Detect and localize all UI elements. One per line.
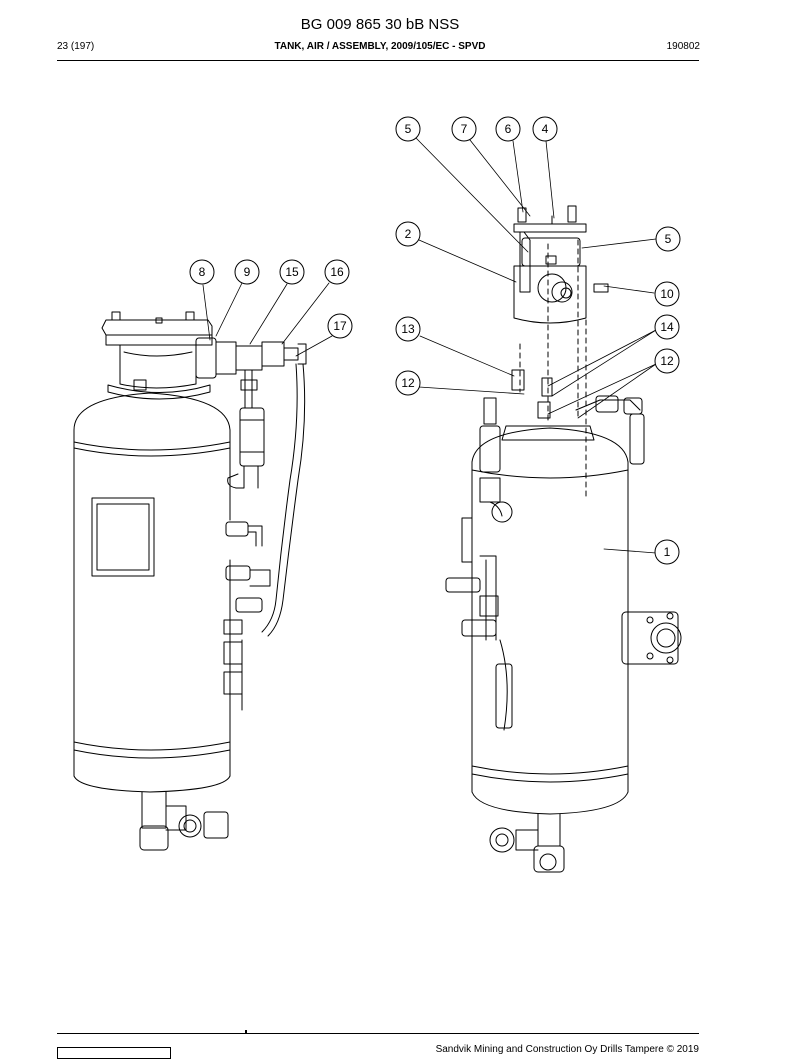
svg-text:8: 8 <box>199 265 206 279</box>
callout-2: 2 <box>395 221 421 247</box>
callout-12-right: 12 <box>654 348 680 374</box>
svg-text:10: 10 <box>660 287 674 301</box>
right-tank-assembly <box>445 205 682 873</box>
callout-12-left: 12 <box>395 370 421 396</box>
leader-lines <box>202 137 657 554</box>
callout-5-right: 5 <box>655 226 681 252</box>
callout-8: 8 <box>189 259 215 285</box>
callout-17: 17 <box>327 313 353 339</box>
svg-text:7: 7 <box>461 122 468 136</box>
svg-text:16: 16 <box>330 265 344 279</box>
svg-text:15: 15 <box>285 265 299 279</box>
copyright-text: Sandvik Mining and Construction Oy Drill… <box>435 1044 699 1055</box>
svg-text:2: 2 <box>405 227 412 241</box>
svg-text:9: 9 <box>244 265 251 279</box>
svg-text:5: 5 <box>405 122 412 136</box>
callout-6: 6 <box>495 116 521 142</box>
callout-16: 16 <box>324 259 350 285</box>
callout-1: 1 <box>654 539 680 565</box>
revision-code: 190802 <box>666 41 700 52</box>
svg-text:13: 13 <box>401 322 415 336</box>
company-logo <box>57 1047 171 1059</box>
svg-text:14: 14 <box>660 320 674 334</box>
svg-text:6: 6 <box>505 122 512 136</box>
svg-text:1: 1 <box>664 545 671 559</box>
callout-4: 4 <box>532 116 558 142</box>
callout-7: 7 <box>451 116 477 142</box>
callout-9: 9 <box>234 259 260 285</box>
svg-text:12: 12 <box>660 354 674 368</box>
page-number: 23 (197) <box>57 41 95 52</box>
svg-text:5: 5 <box>665 232 672 246</box>
assembly-subtitle: TANK, AIR / ASSEMBLY, 2009/105/EC - SPVD <box>274 41 486 52</box>
callout-15: 15 <box>279 259 305 285</box>
svg-text:12: 12 <box>401 376 415 390</box>
footer-rule-mark <box>245 1030 247 1034</box>
callouts: 5 7 6 4 2 5 10 13 14 12 12 1 8 9 15 16 1… <box>189 116 681 565</box>
svg-text:17: 17 <box>333 319 347 333</box>
callout-14: 14 <box>654 314 680 340</box>
callout-5-top: 5 <box>395 116 421 142</box>
callout-13: 13 <box>395 316 421 342</box>
left-tank-assembly <box>73 311 307 851</box>
svg-text:4: 4 <box>542 122 549 136</box>
document-title: BG 009 865 30 bB NSS <box>300 16 460 33</box>
footer-rule <box>57 1033 699 1034</box>
callout-10: 10 <box>654 281 680 307</box>
header-rule <box>57 60 699 61</box>
